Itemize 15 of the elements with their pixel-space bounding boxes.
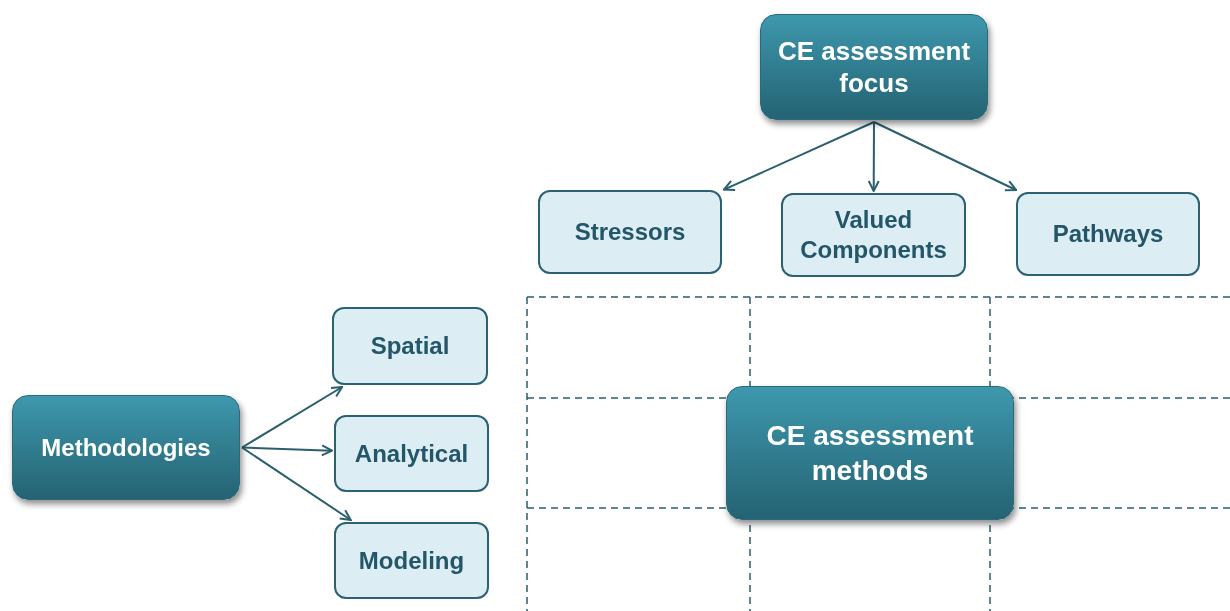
rounded-box: CE assessment focus [760, 14, 988, 120]
rounded-box: CE assessment methods [726, 386, 1014, 520]
arrow [867, 121, 880, 192]
arrow [241, 444, 333, 457]
process-box: Pathways [1016, 192, 1200, 276]
arrow [241, 386, 344, 449]
arrow [723, 121, 875, 192]
process-box: Spatial [332, 307, 488, 385]
process-box: Valued Components [781, 193, 966, 277]
rounded-box: Methodologies [12, 395, 240, 500]
process-box: Stressors [538, 190, 722, 274]
process-box: Modeling [334, 522, 489, 599]
arrow [241, 446, 352, 521]
process-box: Analytical [334, 415, 489, 492]
arrow [873, 121, 1018, 192]
